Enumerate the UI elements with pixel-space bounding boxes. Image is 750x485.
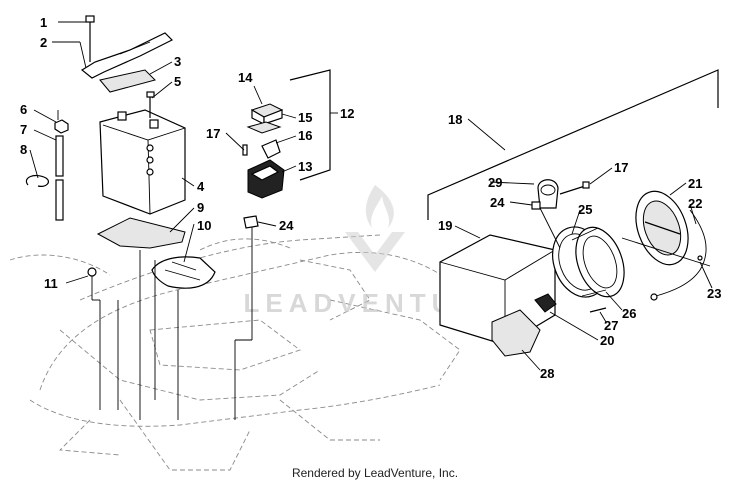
part-number-label: 2	[40, 35, 47, 50]
part-number-label: 8	[20, 142, 27, 157]
vehicle-outline	[9, 234, 471, 471]
latch	[534, 293, 557, 313]
group-bracket-18	[427, 69, 719, 220]
tube-clamp	[537, 179, 559, 209]
washer-screw	[589, 307, 607, 313]
part-number-label: 9	[197, 200, 204, 215]
battery-top-pad	[99, 69, 156, 93]
leader-lines	[29, 21, 713, 371]
terminal-screw	[146, 91, 155, 118]
part-number-label: 18	[448, 112, 462, 127]
part-number-label: 20	[600, 333, 614, 348]
cap	[621, 190, 711, 267]
hose-clip	[25, 174, 50, 187]
part-number-label: 14	[238, 70, 253, 85]
rivet	[87, 267, 97, 277]
flame-chevron-logo-icon	[345, 185, 405, 272]
part-number-label: 15	[298, 110, 312, 125]
fuse-holder-group	[242, 103, 285, 229]
part-number-label: 13	[298, 159, 312, 174]
part-number-label: 3	[174, 54, 181, 69]
mount-bracket	[491, 309, 541, 357]
bolt	[85, 15, 95, 62]
part-number-label: 21	[688, 176, 702, 191]
cap-housing	[571, 226, 625, 298]
part-number-label: 6	[20, 102, 27, 117]
part-number-label: 1	[40, 15, 47, 30]
leader-lines-left	[57, 110, 253, 420]
part-number-label: 11	[44, 276, 58, 291]
part-number-label: 17	[614, 160, 628, 175]
clamp-nut	[531, 201, 541, 210]
part-number-label: 24	[279, 218, 294, 233]
part-number-label: 24	[490, 195, 505, 210]
part-number-label: 19	[438, 218, 452, 233]
part-number-label: 28	[540, 366, 554, 381]
part-number-label: 26	[622, 306, 636, 321]
part-number-label: 27	[604, 318, 618, 333]
group-bracket-12	[289, 69, 331, 181]
part-number-label: 12	[340, 106, 354, 121]
vent-tube	[55, 135, 64, 221]
part-number-label: 22	[688, 196, 702, 211]
part-number-label: 16	[298, 128, 312, 143]
footer-credit: Rendered by LeadVenture, Inc.	[291, 466, 459, 480]
clamp-screw	[559, 181, 590, 195]
battery	[99, 109, 186, 215]
part-number-label: 25	[578, 202, 592, 217]
part-number-label: 4	[197, 179, 205, 194]
part-number-label: 17	[206, 126, 220, 141]
nut	[54, 119, 69, 134]
part-number-label: 23	[707, 286, 721, 301]
battery-strap	[80, 32, 174, 79]
part-number-label: 29	[488, 175, 502, 190]
part-number-label: 5	[174, 74, 181, 89]
battery-pad	[96, 217, 186, 249]
part-number-label: 7	[20, 122, 27, 137]
battery-boot	[151, 256, 216, 289]
part-number-label: 10	[197, 218, 211, 233]
tether-cord	[650, 209, 707, 301]
part-number-labels: 1 2 3 4 5 6 7 8 9 10 11 12 13 14 15 16 1…	[20, 15, 721, 381]
